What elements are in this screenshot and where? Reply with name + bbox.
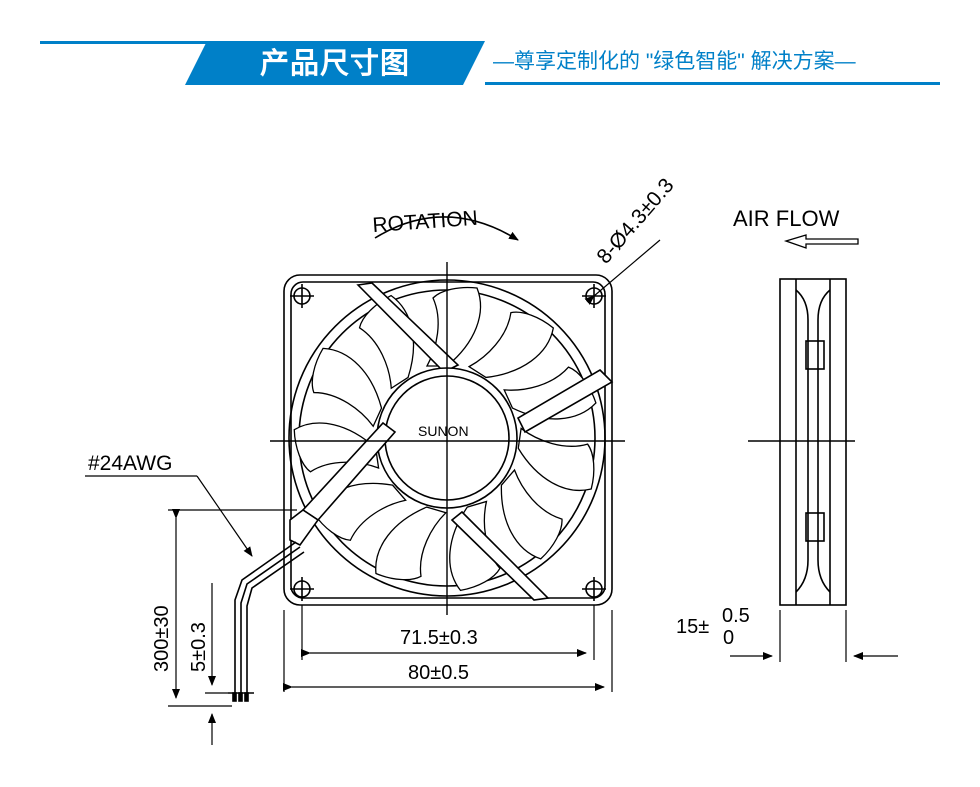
fan-side-view — [779, 278, 847, 606]
fan-blade — [467, 311, 555, 379]
thickness-lower-label: 0 — [723, 627, 734, 649]
lead-wires — [228, 541, 305, 702]
fan-blade — [500, 468, 563, 560]
dimension-strip-length — [205, 583, 228, 745]
wire-channel — [289, 421, 397, 547]
rotation-label: ROTATION — [372, 207, 479, 237]
dimension-lead-length — [168, 509, 297, 707]
fan-blade — [425, 286, 482, 367]
dimension-thickness — [730, 610, 898, 662]
frame-struts — [356, 282, 614, 601]
thickness-base-label: 15± — [676, 616, 709, 638]
airflow-arrow — [783, 234, 859, 249]
fan-blade — [311, 347, 383, 428]
header-rule-left — [40, 41, 230, 44]
fan-blade — [517, 427, 595, 491]
fan-blade — [375, 506, 448, 581]
width-label: 80±0.5 — [408, 662, 469, 684]
airflow-label: AIR FLOW — [733, 206, 840, 231]
brand-label: SUNON — [418, 423, 469, 439]
strip-length-label: 5±0.3 — [188, 622, 210, 672]
hole-leader — [584, 239, 661, 305]
mounting-hole-bottom-left — [290, 577, 314, 601]
dimension-width — [283, 610, 613, 692]
header-rule-right — [485, 82, 940, 85]
center-lines — [270, 262, 855, 615]
wire-leader — [85, 475, 253, 557]
title-banner — [185, 41, 485, 85]
wire-spec-label: #24AWG — [88, 452, 172, 475]
mounting-hole-bottom-right — [582, 577, 606, 601]
rotation-arrow — [374, 216, 519, 241]
page-title: 产品尺寸图 — [259, 48, 410, 80]
hole-spec-label: 8-Ø4.3±0.3 — [592, 174, 678, 268]
page-subtitle: —尊享定制化的 "绿色智能" 解决方案— — [493, 50, 856, 73]
dimension-hole-pitch — [301, 605, 595, 660]
mounting-hole-top-left — [290, 284, 314, 308]
thickness-upper-label: 0.5 — [722, 605, 750, 627]
hole-pitch-label: 71.5±0.3 — [400, 627, 478, 649]
lead-length-label: 300±30 — [151, 605, 173, 672]
